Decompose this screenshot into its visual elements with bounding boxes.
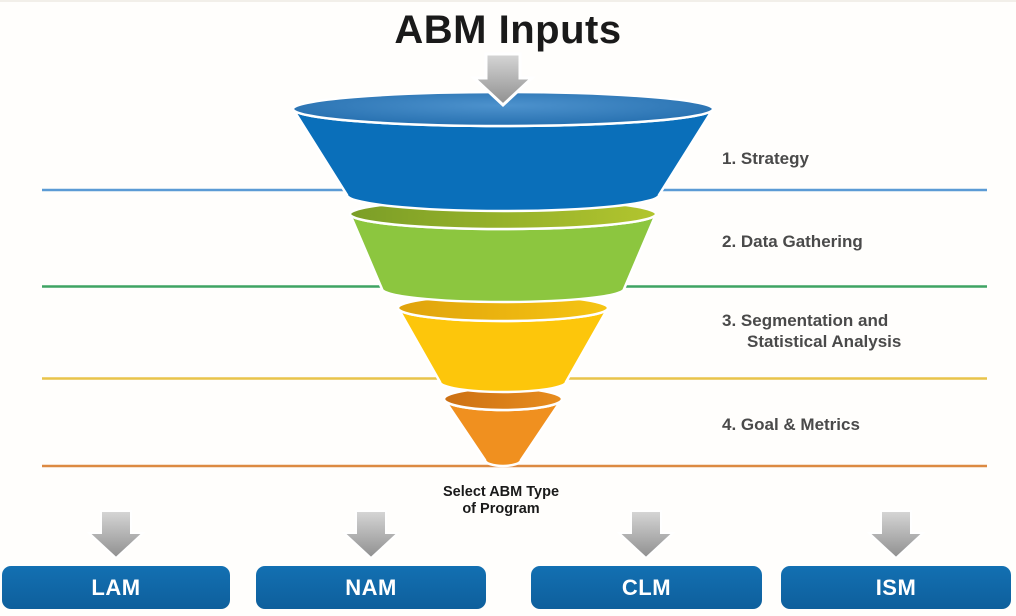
stage-label-goal-metrics: 4. Goal & Metrics [722,415,860,434]
stage-label-segmentation: 3. Segmentation and Statistical Analysis [722,311,902,351]
nam-button[interactable]: NAM [256,566,486,609]
stage-label-data-gathering: 2. Data Gathering [722,232,863,251]
down-arrow-icon-clm [618,510,674,559]
down-arrow-icon-ism [868,510,924,559]
stage-label-strategy: 1. Strategy [722,149,809,168]
funnel-stage-strategy [291,90,715,213]
title-down-arrow-icon [470,52,536,108]
ism-button[interactable]: ISM [781,566,1011,609]
funnel-stage-data-gathering [348,197,658,304]
lam-button[interactable]: LAM [2,566,230,609]
funnel-stage-goal-metrics [442,386,564,468]
clm-button[interactable]: CLM [531,566,762,609]
page-title: ABM Inputs [394,8,622,52]
select-abm-type-caption: Select ABM Type of Program [442,484,560,517]
down-arrow-icon-nam [343,510,399,559]
down-arrow-icon-lam [88,510,144,559]
